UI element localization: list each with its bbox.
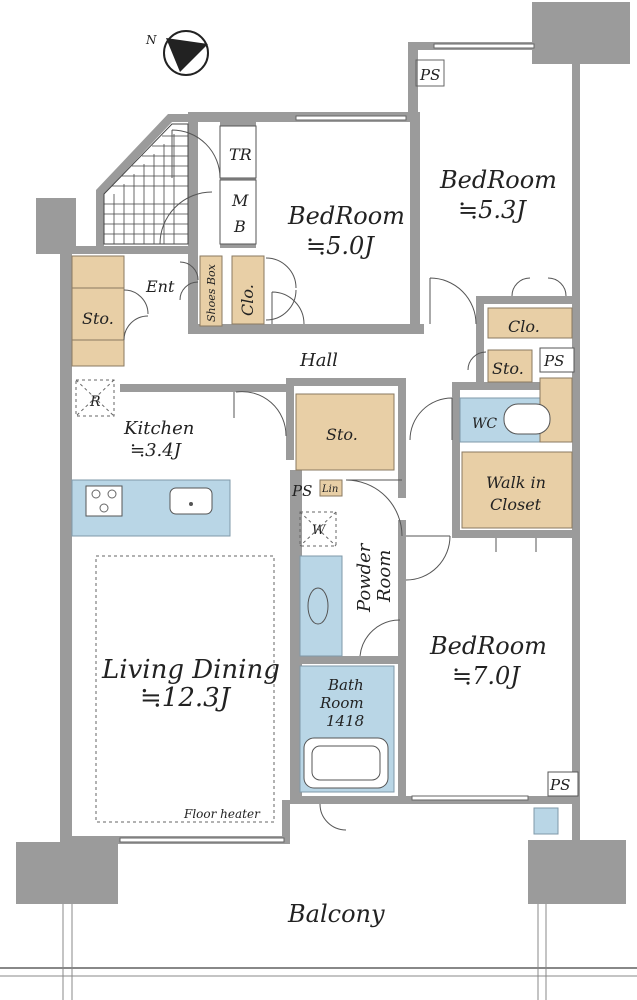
powder-name2: Room <box>374 550 395 603</box>
column-bottom-right <box>528 840 626 904</box>
bed-right-size: ≒5.3J <box>458 196 527 224</box>
bed-lower-name: BedRoom <box>429 632 547 660</box>
ps-bottom-label: PS <box>549 776 570 794</box>
floor-heater-label: Floor heater <box>183 807 261 821</box>
vanity-counter <box>299 555 343 657</box>
clo-right-doors <box>511 277 567 297</box>
sto-center <box>295 393 395 471</box>
shoes-box-doors <box>179 261 199 301</box>
bed-mid-door <box>271 291 305 325</box>
tr-label: TR <box>229 145 252 164</box>
kitchen-door <box>233 391 287 437</box>
outdoor-unit-icon <box>533 807 559 835</box>
column-bottom-left <box>16 842 118 904</box>
sto-small <box>487 349 533 383</box>
ps-mid <box>539 347 575 373</box>
powder-name: Powder <box>354 542 375 613</box>
kitchen-size: ≒3.4J <box>130 440 183 461</box>
entry-sto-doors <box>123 289 149 341</box>
ent-label: Ent <box>145 277 175 296</box>
bed-lower-size: ≒7.0J <box>452 662 521 690</box>
basin-icon <box>307 587 329 625</box>
column-top-right <box>532 2 630 64</box>
north-label: N <box>145 33 157 47</box>
entrance-tile-area <box>103 123 189 245</box>
clo-mid <box>231 255 265 325</box>
lin-label: Lin <box>321 484 338 495</box>
sto-small-door <box>467 351 487 371</box>
m-label: M <box>231 191 249 210</box>
bath-size: 1418 <box>326 712 364 730</box>
sto-center-label: Sto. <box>326 425 358 444</box>
ps-top <box>415 59 445 87</box>
washer-space <box>299 511 337 547</box>
clo-right-label: Clo. <box>508 317 540 336</box>
tr-closet <box>219 125 257 179</box>
bed-mid-size: ≒5.0J <box>306 232 375 260</box>
clo-mid-doors <box>265 257 297 321</box>
mb-closet <box>219 179 257 245</box>
ps-bottom <box>547 771 579 797</box>
washer-label: W <box>312 523 327 538</box>
kitchen-name: Kitchen <box>123 418 194 439</box>
stove-icon <box>85 485 123 517</box>
shoes-box <box>199 255 223 327</box>
walkin-name2: Closet <box>490 495 542 514</box>
living-name: Living Dining <box>101 655 280 685</box>
entry-inner-door <box>159 191 213 245</box>
living-size: ≒12.3J <box>140 683 232 713</box>
bed-right-name: BedRoom <box>439 166 557 194</box>
clo-mid-label: Clo. <box>238 284 257 316</box>
entry-sto-label: Sto. <box>82 309 114 328</box>
balcony-name: Balcony <box>287 900 385 928</box>
bath-name: Bath <box>327 676 364 694</box>
sink-icon <box>169 487 213 515</box>
b-label: B <box>233 217 246 236</box>
bed-mid-name: BedRoom <box>287 202 405 230</box>
north-compass-icon: N <box>145 30 209 76</box>
ps-center-label: PS <box>291 482 312 500</box>
entry-storage <box>71 255 125 367</box>
walkin-closet <box>461 451 573 529</box>
clo-right <box>487 307 573 339</box>
sto-small-label: Sto. <box>492 359 524 378</box>
walkin-door <box>495 538 537 552</box>
bed-right-door <box>429 277 477 325</box>
wc-label: WC <box>472 416 497 432</box>
shoes-box-label: Shoes Box <box>205 263 218 322</box>
powder-door <box>345 479 403 537</box>
wc-door <box>409 397 453 441</box>
hall-label: Hall <box>299 350 338 371</box>
bathtub-icon <box>303 737 389 789</box>
lin-shelf <box>319 479 343 497</box>
bed-lower-door <box>405 535 451 581</box>
entry-door <box>171 129 221 179</box>
toilet-icon <box>503 403 551 435</box>
column-left-entry <box>36 198 76 254</box>
bath-name2: Room <box>319 694 364 712</box>
walkin-name: Walk in <box>486 473 546 492</box>
fridge-space <box>75 379 115 417</box>
bath-door <box>359 619 401 657</box>
windows <box>119 43 535 843</box>
balcony-door <box>319 803 347 831</box>
balcony-railing <box>0 900 637 1000</box>
ps-mid-label: PS <box>543 352 564 370</box>
ps-top-label: PS <box>419 66 440 84</box>
fridge-label: R <box>89 394 101 410</box>
